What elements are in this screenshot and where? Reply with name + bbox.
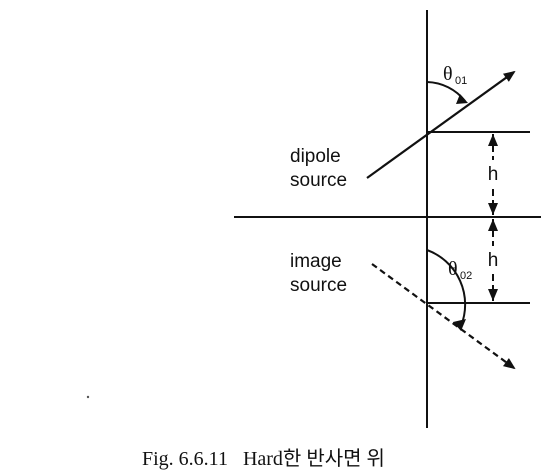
theta-01-arc-arrow-icon	[456, 94, 468, 104]
theta-01-symbol: θ	[443, 63, 453, 85]
dipole-direction-arrow	[366, 70, 516, 179]
theta-02-symbol: θ	[448, 258, 458, 280]
h-upper-top-arrow-icon	[488, 134, 498, 146]
dipole-source-label-line1: dipole	[290, 146, 341, 167]
figure-caption: Fig. 6.6.11 Hard한 반사면 위	[142, 447, 385, 470]
dipole-source-label-line2: source	[290, 170, 347, 191]
theta-01-subscript: 01	[455, 75, 467, 87]
h-upper-bottom-arrow-icon	[488, 203, 498, 215]
theta-02-arc-arrow-icon	[453, 319, 466, 331]
stray-dot	[86, 395, 90, 399]
h-upper-label: h	[488, 164, 499, 185]
h-lower-top-arrow-icon	[488, 219, 498, 231]
image-source-label-line1: image	[290, 251, 342, 272]
h-lower-bottom-arrow-icon	[488, 289, 498, 301]
image-source-label-line2: source	[290, 275, 347, 296]
theta-02-subscript: 02	[460, 270, 472, 282]
theta-02-arc	[426, 249, 467, 327]
h-lower-label: h	[488, 250, 499, 271]
